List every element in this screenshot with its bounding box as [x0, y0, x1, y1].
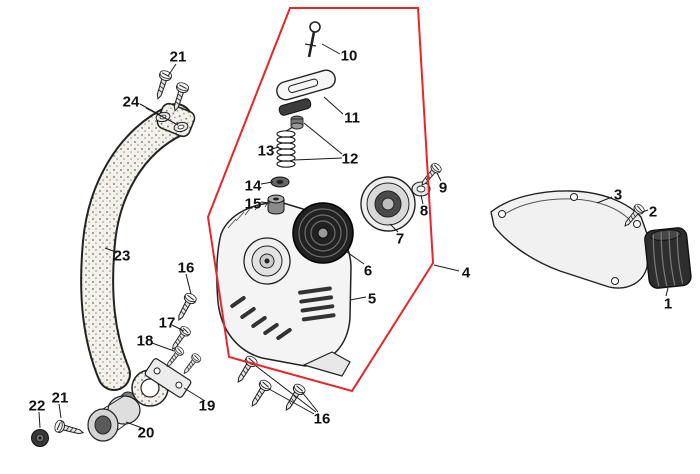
buffer-mount-drawing: [87, 395, 141, 442]
part-label-16-left: 16: [177, 259, 195, 277]
part-label-15: 15: [244, 195, 262, 213]
rewind-spring-drawing: [276, 126, 296, 168]
part-label-14: 14: [244, 177, 262, 195]
part-label-20: 20: [137, 424, 155, 442]
part-label-18: 18: [136, 332, 154, 350]
part-label-4: 4: [461, 264, 471, 282]
part-label-9: 9: [438, 179, 448, 197]
screw-21-bottom-drawing: [53, 418, 86, 440]
part-label-7: 7: [395, 230, 405, 248]
starter-pulley-drawing: [360, 176, 416, 232]
part-label-17: 17: [158, 314, 176, 332]
washer-8-drawing: [411, 181, 431, 197]
part-label-6: 6: [363, 262, 373, 280]
highlight-outline: [206, 7, 435, 393]
part-label-16-bottom: 16: [313, 410, 331, 428]
part-label-24: 24: [122, 93, 140, 111]
part-label-22: 22: [28, 397, 46, 415]
rope-rotor-drawing: [292, 202, 354, 264]
bellows-drawing: [644, 227, 692, 289]
leader-lines: [38, 43, 669, 429]
washer-14-drawing: [270, 176, 290, 188]
rope-guide-pin-drawing: [304, 21, 321, 58]
part-label-11: 11: [344, 109, 360, 127]
part-label-23: 23: [113, 247, 131, 265]
rope-anchor-drawing: [290, 115, 304, 130]
part-label-8: 8: [419, 202, 429, 220]
part-label-19: 19: [198, 397, 216, 415]
part-label-12: 12: [341, 150, 359, 168]
part-label-21-top: 21: [169, 48, 187, 66]
part-label-1: 1: [663, 295, 673, 313]
part-label-13: 13: [257, 142, 275, 160]
screw-16-left-drawing: [172, 291, 199, 324]
side-cover-drawing: [490, 190, 651, 289]
part-label-10: 10: [340, 47, 358, 65]
part-label-21-bottom: 21: [51, 389, 69, 407]
spring-cup-drawing: [267, 194, 285, 215]
starter-grip-drawing: [276, 69, 336, 116]
part-label-2: 2: [648, 203, 658, 221]
part-label-5: 5: [367, 290, 377, 308]
part-label-3: 3: [613, 186, 623, 204]
cap-22-drawing: [31, 429, 49, 447]
